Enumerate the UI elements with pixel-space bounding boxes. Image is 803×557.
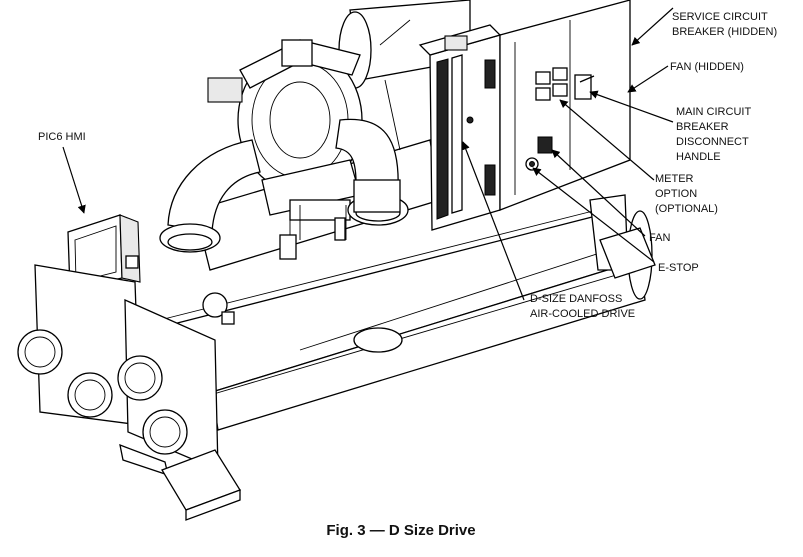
callout-main-breaker-line4: HANDLE xyxy=(676,151,721,163)
callout-estop: E-STOP xyxy=(658,262,699,274)
support-feet xyxy=(161,227,656,521)
figure-caption: Fig. 3 — D Size Drive xyxy=(326,522,475,539)
callout-fan: FAN xyxy=(649,232,670,244)
leader-lines xyxy=(62,7,674,301)
callout-fan-hidden: FAN (HIDDEN) xyxy=(670,61,744,73)
accessory-piping xyxy=(202,19,411,353)
callout-estop-line1: E-STOP xyxy=(658,262,699,274)
callout-main-breaker-line3: DISCONNECT xyxy=(676,136,749,148)
callout-fan-line1: FAN xyxy=(649,232,670,244)
callout-service-breaker-line2: BREAKER (HIDDEN) xyxy=(672,26,777,38)
callout-fan-hidden-line1: FAN (HIDDEN) xyxy=(670,61,744,73)
danfoss-drive-cabinet xyxy=(418,0,631,271)
callout-drive-line1: D-SIZE DANFOSS xyxy=(530,293,622,305)
callout-meter-line3: (OPTIONAL) xyxy=(655,203,718,215)
callout-hmi: PIC6 HMI xyxy=(38,131,86,143)
callout-meter-line2: OPTION xyxy=(655,188,697,200)
callout-main-breaker-line1: MAIN CIRCUIT xyxy=(676,106,751,118)
callout-meter: METER OPTION (OPTIONAL) xyxy=(655,173,718,215)
callout-main-breaker-line2: BREAKER xyxy=(676,121,729,133)
discharge-pipes xyxy=(159,118,409,253)
callout-service-breaker-line1: SERVICE CIRCUIT xyxy=(672,11,768,23)
callout-meter-line1: METER xyxy=(655,173,694,185)
water-box xyxy=(17,264,219,476)
callout-drive: D-SIZE DANFOSS AIR-COOLED DRIVE xyxy=(530,293,635,320)
callout-service-breaker: SERVICE CIRCUIT BREAKER (HIDDEN) xyxy=(672,11,777,38)
pic6-hmi-unit xyxy=(67,214,141,291)
callout-hmi-line1: PIC6 HMI xyxy=(38,131,86,143)
callout-main-breaker: MAIN CIRCUIT BREAKER DISCONNECT HANDLE xyxy=(676,106,751,163)
callout-drive-line2: AIR-COOLED DRIVE xyxy=(530,308,635,320)
